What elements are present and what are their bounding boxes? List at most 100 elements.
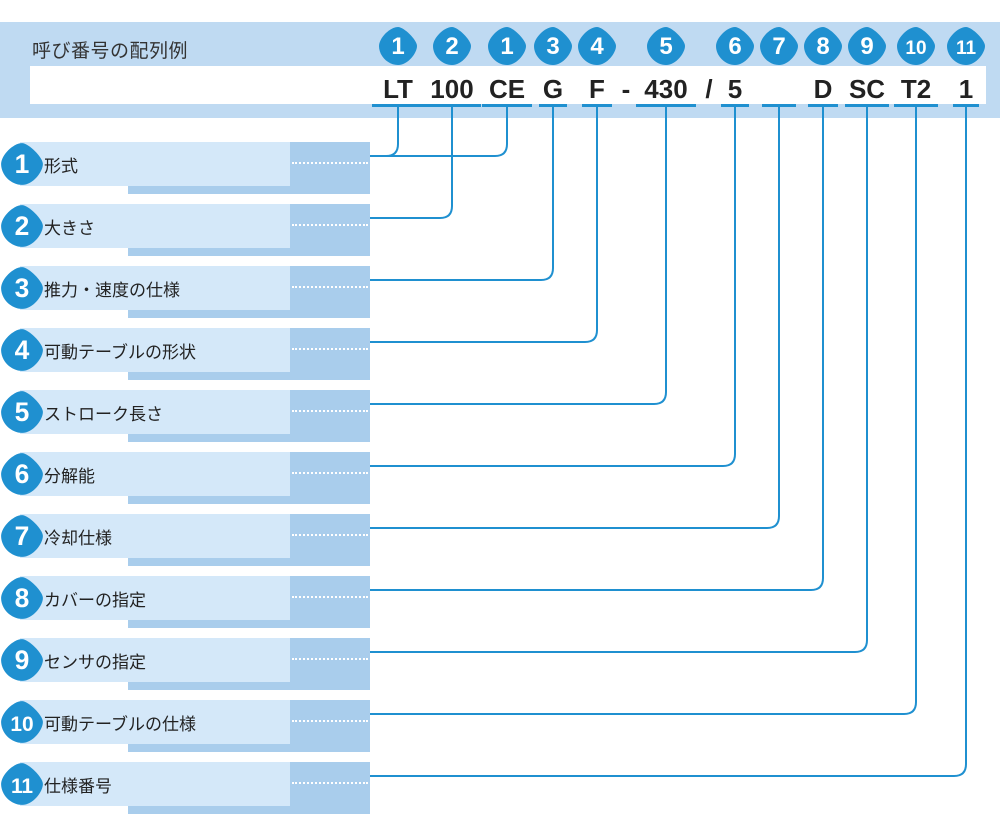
badge-shape [647, 27, 685, 65]
badge-shape [1, 763, 43, 805]
row-badge-10: 10 [0, 700, 44, 744]
code-underline [372, 104, 424, 107]
row-label: カバーの指定 [44, 591, 146, 611]
dotted-leader [292, 720, 368, 722]
code-segment: 100 [430, 74, 474, 104]
row-panel [20, 390, 290, 434]
badge-shape [947, 27, 985, 65]
connector-line-3 [370, 106, 554, 281]
header-title: 呼び番号の配列例 [32, 40, 189, 62]
badge-number: 10 [905, 38, 926, 59]
code-underline [636, 104, 696, 107]
row-tab [290, 700, 370, 744]
badge-number: 9 [15, 645, 30, 675]
badge-shape [1, 267, 43, 309]
code-segment: SC [848, 74, 886, 104]
row-label: 冷却仕様 [44, 529, 112, 549]
row-tab [290, 390, 370, 434]
code-underline [808, 104, 838, 107]
code-badge-1: 1 [378, 26, 418, 66]
code-underline [721, 104, 749, 107]
code-segment: 430 [644, 74, 688, 104]
code-underline [762, 104, 796, 107]
row-label: 分解能 [44, 467, 95, 487]
badge-shape [1, 515, 43, 557]
row-badge-8: 8 [0, 576, 44, 620]
dotted-leader [292, 472, 368, 474]
spec-row-2: 2 大きさ [0, 204, 370, 256]
code-segment: D [813, 74, 833, 104]
connector-line-1 [370, 106, 399, 157]
connector-line-9 [370, 106, 868, 653]
code-segment: G [542, 74, 564, 104]
badge-number: 8 [816, 33, 829, 60]
code-segment: F [589, 74, 605, 104]
row-panel [20, 266, 290, 310]
code-underline [482, 104, 532, 107]
row-tab [290, 762, 370, 806]
badge-shape [379, 27, 417, 65]
badge-shape [1, 329, 43, 371]
badge-number: 7 [772, 33, 785, 60]
badge-number: 4 [590, 33, 604, 60]
code-badge-11: 11 [946, 26, 986, 66]
code-badge-2: 2 [432, 26, 472, 66]
code-segment: T2 [900, 74, 932, 104]
row-tab [290, 514, 370, 558]
code-underline [539, 104, 567, 107]
code-segment: / [705, 74, 713, 104]
row-badge-3: 3 [0, 266, 44, 310]
code-badge-1: 1 [487, 26, 527, 66]
badge-shape [1, 453, 43, 495]
code-underline [953, 104, 979, 107]
connector-line-8 [370, 106, 824, 591]
spec-row-7: 7 冷却仕様 [0, 514, 370, 566]
badge-shape [1, 205, 43, 247]
badge-shape [1, 639, 43, 681]
dotted-leader [292, 162, 368, 164]
code-segment: 1 [958, 74, 974, 104]
badge-number: 1 [15, 149, 30, 179]
code-underline [582, 104, 612, 107]
code-underline [423, 104, 481, 107]
row-panel [20, 514, 290, 558]
row-label: ストローク長さ [44, 405, 163, 425]
badge-number: 10 [10, 713, 33, 736]
badge-number: 2 [15, 211, 30, 241]
row-panel [20, 204, 290, 248]
badge-shape [1, 391, 43, 433]
badge-shape [897, 27, 935, 65]
badge-shape [804, 27, 842, 65]
badge-shape [848, 27, 886, 65]
badge-shape [1, 143, 43, 185]
code-badge-6: 6 [715, 26, 755, 66]
row-panel [20, 762, 290, 806]
connector-line-5 [370, 106, 667, 405]
code-field [30, 66, 986, 104]
row-tab [290, 452, 370, 496]
row-label: 推力・速度の仕様 [44, 281, 180, 301]
dotted-leader [292, 224, 368, 226]
row-tab [290, 638, 370, 682]
code-segment: LT [383, 74, 413, 104]
dotted-leader [292, 534, 368, 536]
badge-number: 7 [15, 521, 30, 551]
dotted-leader [292, 410, 368, 412]
row-label: 大きさ [44, 219, 95, 239]
row-label: 可動テーブルの仕様 [44, 715, 196, 735]
row-panel [20, 638, 290, 682]
badge-number: 3 [546, 33, 559, 60]
row-tab [290, 576, 370, 620]
dotted-leader [292, 782, 368, 784]
row-badge-7: 7 [0, 514, 44, 558]
badge-shape [716, 27, 754, 65]
dotted-leader [292, 286, 368, 288]
